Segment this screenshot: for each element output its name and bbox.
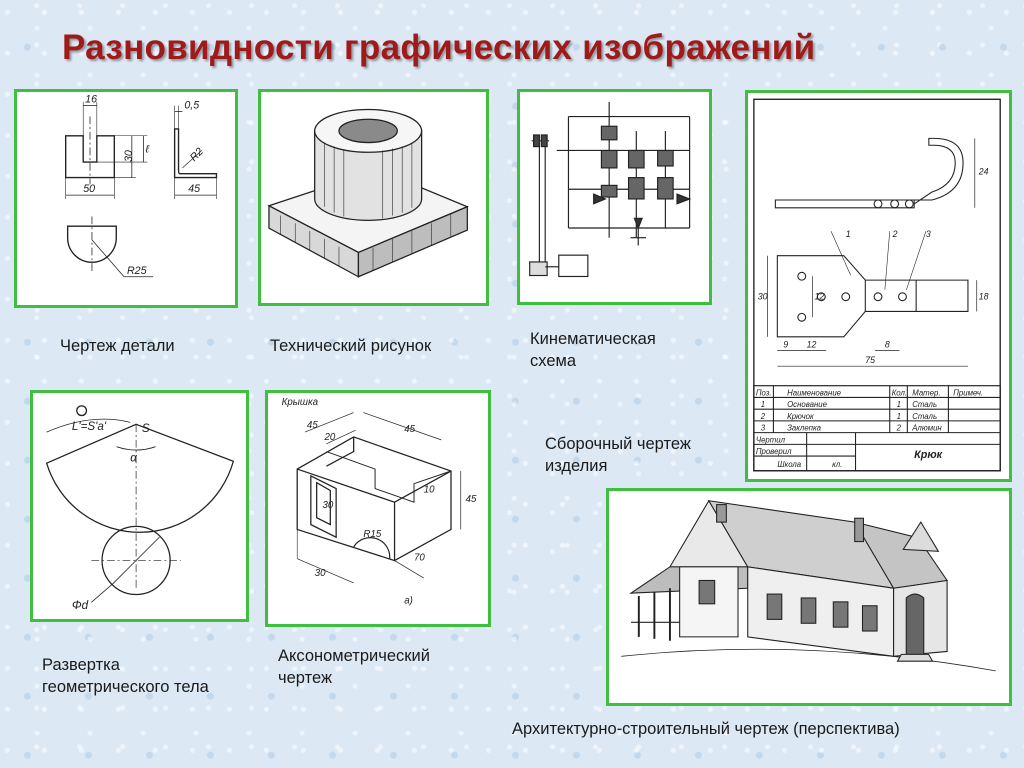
apex-label: S bbox=[142, 422, 150, 435]
architectural-frame bbox=[606, 488, 1012, 706]
dim-label: 45 bbox=[307, 420, 318, 431]
table-cell: Сталь bbox=[912, 400, 937, 409]
assembly-drawing-illustration: 24 1 2 3 30 12 18 9 12 8 75 Поз. Наимено… bbox=[753, 98, 1001, 472]
caption-part-drawing: Чертеж детали bbox=[60, 335, 175, 357]
caption-text: Технический рисунок bbox=[270, 337, 432, 355]
caption-text: чертеж bbox=[278, 669, 332, 687]
stamp-cell: Школа bbox=[777, 460, 801, 469]
dim-label: 24 bbox=[978, 167, 989, 177]
stamp-cell: Проверил bbox=[756, 447, 792, 456]
dim-label: 12 bbox=[807, 340, 817, 350]
dim-label: 30 bbox=[123, 150, 135, 162]
kinematic-scheme-illustration bbox=[529, 102, 692, 278]
axonometric-illustration: Крышка 45 20 45 10 30 45 R15 70 30 а) bbox=[282, 397, 477, 607]
caption-text: Чертеж детали bbox=[60, 337, 175, 355]
development-illustration: L'=S'a' S α Φd bbox=[45, 405, 235, 612]
caption-text: геометрического тела bbox=[42, 678, 209, 696]
caption-architectural: Архитектурно-строительный чертеж (перспе… bbox=[512, 718, 900, 740]
kinematic-scheme-frame bbox=[517, 89, 712, 305]
table-cell: Основание bbox=[787, 400, 828, 409]
diameter-label: Φd bbox=[72, 599, 89, 612]
caption-text: Аксонометрический bbox=[278, 647, 430, 665]
stamp-cell: кл. bbox=[832, 460, 842, 469]
table-cell: 1 bbox=[897, 400, 901, 409]
technical-sketch-frame bbox=[258, 89, 489, 306]
dim-label: 75 bbox=[865, 355, 875, 365]
slide-title: Разновидности графических изображений bbox=[62, 28, 816, 67]
assembly-drawing-frame: 24 1 2 3 30 12 18 9 12 8 75 Поз. Наимено… bbox=[745, 90, 1012, 482]
table-cell: Алюмин bbox=[911, 424, 942, 433]
caption-text: Развертка bbox=[42, 656, 120, 674]
stamp-title: Крюк bbox=[914, 449, 942, 461]
dim-label: 0,5 bbox=[184, 100, 199, 112]
caption-kinematic: Кинематическая схема bbox=[530, 328, 656, 372]
caption-development: Развертка геометрического тела bbox=[42, 654, 209, 698]
table-header: Матер. bbox=[912, 388, 940, 397]
position-label: 3 bbox=[926, 229, 931, 239]
dim-label: 20 bbox=[323, 432, 335, 443]
development-frame: L'=S'a' S α Φd bbox=[30, 390, 249, 622]
part-label: Крышка bbox=[282, 397, 319, 408]
table-header: Наименование bbox=[787, 388, 842, 397]
table-cell: 3 bbox=[761, 424, 766, 433]
dim-label: 30 bbox=[315, 568, 326, 579]
table-cell: 2 bbox=[760, 412, 766, 421]
dim-label: 70 bbox=[414, 553, 425, 564]
caption-text: схема bbox=[530, 352, 577, 370]
dim-label: 30 bbox=[758, 292, 768, 302]
caption-text: изделия bbox=[545, 457, 608, 475]
axonometric-frame: Крышка 45 20 45 10 30 45 R15 70 30 а) bbox=[265, 390, 491, 627]
part-drawing-frame: 16 0,5 30 ℓ R2 50 45 R25 bbox=[14, 89, 238, 308]
table-cell: 1 bbox=[897, 412, 901, 421]
caption-text: Сборочный чертеж bbox=[545, 435, 691, 453]
table-header: Кол. bbox=[892, 388, 907, 397]
dim-label: 8 bbox=[885, 340, 890, 350]
stamp-cell: Чертил bbox=[756, 435, 786, 444]
technical-sketch-illustration bbox=[267, 108, 469, 278]
caption-text: Кинематическая bbox=[530, 330, 656, 348]
dim-label: 30 bbox=[323, 500, 334, 511]
table-cell: Крючок bbox=[787, 412, 814, 421]
dim-label: 45 bbox=[466, 494, 477, 505]
dim-label: 50 bbox=[83, 183, 95, 195]
caption-axonometric: Аксонометрический чертеж bbox=[278, 645, 430, 689]
formula-label: L'=S'a' bbox=[72, 420, 107, 433]
dim-label: R25 bbox=[127, 265, 147, 277]
dim-label: R15 bbox=[363, 529, 381, 540]
table-cell: Заклепка bbox=[787, 424, 822, 433]
table-cell: Сталь bbox=[912, 412, 937, 421]
dim-label: 45 bbox=[188, 183, 200, 195]
part-drawing-illustration: 16 0,5 30 ℓ R2 50 45 R25 bbox=[65, 94, 218, 278]
table-cell: 2 bbox=[896, 424, 902, 433]
table-header: Поз. bbox=[756, 388, 772, 397]
position-label: 2 bbox=[892, 229, 898, 239]
angle-label: α bbox=[130, 451, 137, 464]
caption-text: Архитектурно-строительный чертеж (перспе… bbox=[512, 720, 900, 738]
dim-label: 18 bbox=[979, 292, 989, 302]
caption-technical-sketch: Технический рисунок bbox=[270, 335, 431, 357]
sheet-letter: а) bbox=[404, 595, 413, 606]
dim-label: 16 bbox=[85, 94, 97, 106]
table-cell: 1 bbox=[761, 400, 765, 409]
dim-label: 45 bbox=[404, 424, 415, 435]
position-label: 1 bbox=[846, 229, 851, 239]
dim-label: 12 bbox=[814, 292, 824, 302]
caption-assembly: Сборочный чертеж изделия bbox=[545, 433, 691, 477]
architectural-illustration bbox=[621, 499, 996, 672]
dim-label: ℓ bbox=[144, 143, 149, 155]
table-header: Примеч. bbox=[953, 388, 983, 397]
dim-label: 9 bbox=[783, 340, 788, 350]
dim-label: 10 bbox=[424, 484, 435, 495]
